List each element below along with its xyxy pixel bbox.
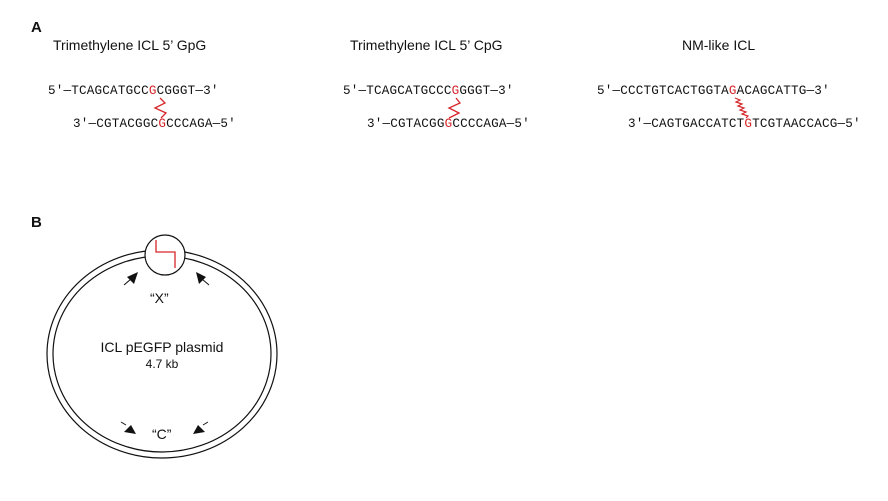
seq-part: CCCAGA—5′ bbox=[166, 117, 236, 131]
panel-a-label: A bbox=[31, 19, 42, 36]
seq-part: TCGTAACCACG—5′ bbox=[752, 117, 861, 131]
primer-set-c-label: “C” bbox=[152, 426, 172, 442]
top-strand-cpg: 5′—TCAGCATGCCCGGGGT—3′ bbox=[343, 84, 514, 98]
crosslink-gpg bbox=[153, 97, 168, 119]
crosslinked-guanine: G bbox=[451, 84, 460, 98]
construct-title-nm: NM-like ICL bbox=[682, 37, 756, 53]
crosslinked-guanine: G bbox=[148, 84, 157, 98]
crosslink-nm bbox=[734, 97, 750, 119]
crosslinked-guanine: G bbox=[158, 117, 167, 131]
plasmid-crosslink bbox=[155, 240, 176, 268]
primer-arrow-icon bbox=[123, 272, 138, 286]
seq-part: 5′—CCCTGTCACTGGTA bbox=[597, 84, 729, 98]
crosslinked-guanine: G bbox=[744, 117, 753, 131]
construct-title-gpg: Trimethylene ICL 5’ GpG bbox=[53, 37, 207, 53]
seq-part: ACAGCATTG—3′ bbox=[736, 84, 830, 98]
seq-part: 5′—TCAGCATGCC bbox=[48, 84, 149, 98]
primer-arrow-icon bbox=[193, 421, 209, 434]
bottom-strand-nm: 3′—CAGTGACCATCTGTCGTAACCACG—5′ bbox=[628, 117, 861, 131]
bottom-strand-gpg: 3′—CGTACGGCGCCCAGA—5′ bbox=[73, 117, 236, 131]
seq-part: CGGGT—3′ bbox=[156, 84, 219, 98]
seq-part: 5′—TCAGCATGCCC bbox=[343, 84, 452, 98]
top-strand-nm: 5′—CCCTGTCACTGGTAGACAGCATTG—3′ bbox=[597, 84, 830, 98]
plasmid-size: 4.7 kb bbox=[145, 357, 179, 371]
crosslinked-guanine: G bbox=[728, 84, 737, 98]
crosslink-cpg bbox=[447, 97, 462, 119]
seq-part: 3′—CAGTGACCATCT bbox=[628, 117, 745, 131]
bottom-strand-cpg: 3′—CGTACGGGCCCCAGA—5′ bbox=[367, 117, 530, 131]
top-strand-gpg: 5′—TCAGCATGCCGCGGGT—3′ bbox=[48, 84, 219, 98]
primer-arrow-icon bbox=[120, 421, 136, 434]
panel-b-label: B bbox=[31, 214, 42, 231]
primer-set-x-label: “X” bbox=[150, 290, 169, 306]
seq-part: CCCCAGA—5′ bbox=[452, 117, 530, 131]
crosslinked-guanine: G bbox=[444, 117, 453, 131]
plasmid-name: ICL pEGFP plasmid bbox=[100, 339, 224, 355]
seq-part: 3′—CGTACGGC bbox=[73, 117, 159, 131]
construct-title-cpg: Trimethylene ICL 5’ CpG bbox=[350, 37, 503, 53]
primer-arrow-icon bbox=[196, 272, 210, 286]
seq-part: GGGT—3′ bbox=[459, 84, 514, 98]
crosslink-bubble bbox=[144, 234, 186, 276]
seq-part: 3′—CGTACGG bbox=[367, 117, 445, 131]
